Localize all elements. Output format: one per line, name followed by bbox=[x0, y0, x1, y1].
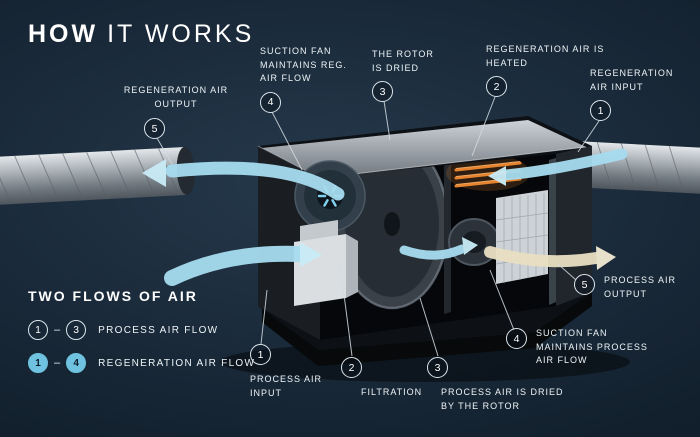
callout-label: SUCTION FAN MAINTAINS REG. AIR FLOW bbox=[260, 46, 347, 83]
legend-title: TWO FLOWS OF AIR bbox=[28, 288, 198, 304]
legend-label: REGENERATION AIR FLOW bbox=[98, 357, 256, 369]
callout-regeneration-air-heated: REGENERATION AIR IS HEATED 2 bbox=[486, 43, 610, 97]
callout-process-air-dried-by-rotor: 3 PROCESS AIR IS DRIED BY THE ROTOR bbox=[427, 357, 577, 413]
callout-label: PROCESS AIR OUTPUT bbox=[604, 275, 677, 299]
callout-regeneration-air-output: REGENERATION AIR OUTPUT 5 bbox=[118, 84, 234, 139]
callout-suction-fan-reg-air-flow: SUCTION FAN MAINTAINS REG. AIR FLOW 4 bbox=[260, 45, 352, 113]
title-bold: HOW bbox=[28, 20, 99, 48]
page-title: HOW IT WORKS bbox=[28, 20, 254, 49]
legend-label: PROCESS AIR FLOW bbox=[98, 324, 219, 336]
left-duct bbox=[0, 147, 195, 206]
legend-number-badge: 4 bbox=[66, 353, 87, 373]
legend-number-badge: 1 bbox=[28, 353, 48, 373]
callout-number-badge: 4 bbox=[260, 91, 281, 113]
process-output-flow bbox=[484, 246, 616, 270]
callout-suction-fan-process-air-flow: 4 SUCTION FAN MAINTAINS PROCESS AIR FLOW bbox=[506, 328, 660, 368]
callout-label: PROCESS AIR IS DRIED BY THE ROTOR bbox=[441, 387, 564, 411]
rotor-hub bbox=[384, 212, 400, 236]
callout-label: FILTRATION bbox=[361, 387, 423, 397]
callout-process-air-output: 5 PROCESS AIR OUTPUT bbox=[574, 274, 688, 301]
legend-number-badge: 3 bbox=[66, 320, 87, 340]
leader-lines bbox=[156, 96, 600, 357]
callout-label: REGENERATION AIR INPUT bbox=[590, 68, 674, 92]
callout-filtration: 2 FILTRATION bbox=[341, 357, 451, 400]
machine-base bbox=[262, 292, 592, 366]
callout-label: PROCESS AIR INPUT bbox=[250, 374, 323, 398]
callout-number-badge: 1 bbox=[250, 344, 271, 365]
callout-label: SUCTION FAN MAINTAINS PROCESS AIR FLOW bbox=[536, 328, 648, 365]
callout-process-air-input: 1 PROCESS AIR INPUT bbox=[250, 344, 340, 400]
legend-dash: – bbox=[54, 357, 61, 369]
callout-label: THE ROTOR IS DRIED bbox=[372, 49, 434, 73]
callout-number-badge: 5 bbox=[574, 274, 595, 295]
callout-number-badge: 3 bbox=[372, 81, 393, 102]
callout-number-badge: 1 bbox=[590, 100, 611, 121]
legend: TWO FLOWS OF AIR 1 – 3 PROCESS AIR FLOW … bbox=[28, 288, 255, 373]
regeneration-input-flow bbox=[488, 148, 628, 186]
divider-wall bbox=[444, 154, 451, 314]
callout-number-badge: 4 bbox=[506, 328, 527, 349]
side-vent bbox=[549, 158, 556, 305]
regeneration-output-flow bbox=[142, 159, 345, 201]
callout-number-badge: 5 bbox=[144, 118, 165, 139]
callout-label: REGENERATION AIR OUTPUT bbox=[123, 85, 229, 109]
legend-row-regeneration: 1 – 4 REGENERATION AIR FLOW bbox=[28, 353, 255, 373]
callout-number-badge: 2 bbox=[486, 76, 507, 97]
callout-number-badge: 2 bbox=[341, 357, 362, 378]
legend-number-badge: 1 bbox=[28, 320, 48, 340]
rotor-exit-flow bbox=[399, 237, 478, 260]
air-flows bbox=[142, 148, 628, 286]
callout-regeneration-air-input: REGENERATION AIR INPUT 1 bbox=[590, 67, 688, 121]
legend-row-process: 1 – 3 PROCESS AIR FLOW bbox=[28, 320, 255, 340]
legend-dash: – bbox=[54, 324, 61, 336]
callout-label: REGENERATION AIR IS HEATED bbox=[486, 44, 605, 68]
callout-number-badge: 3 bbox=[427, 357, 448, 378]
title-light: IT WORKS bbox=[107, 20, 255, 48]
process-input-flow bbox=[164, 242, 322, 286]
callout-rotor-is-dried: THE ROTOR IS DRIED 3 bbox=[372, 48, 442, 102]
